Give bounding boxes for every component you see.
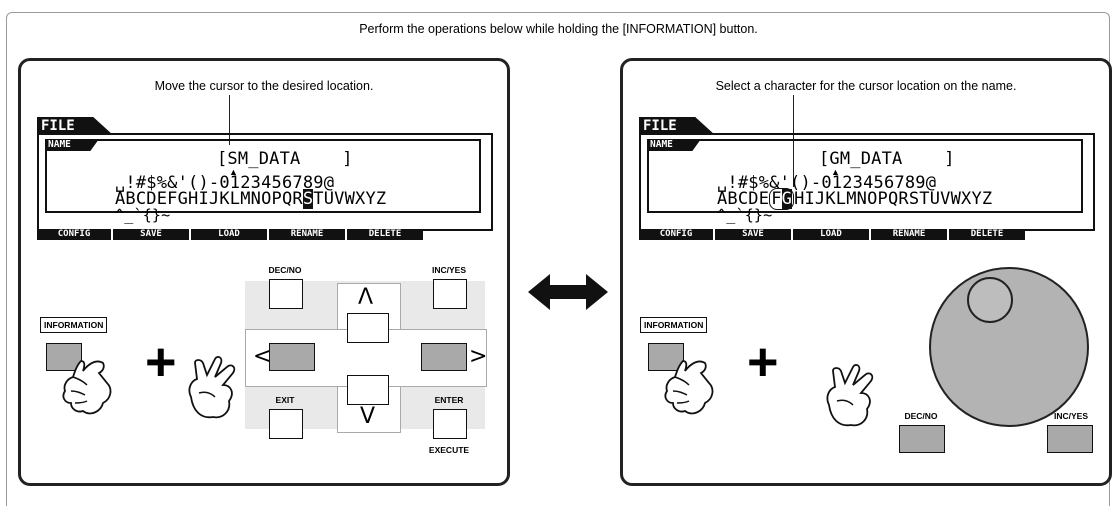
execute-label: EXECUTE [428, 445, 470, 455]
dec-no-button[interactable] [899, 425, 945, 453]
left-arrow-icon: < [253, 344, 272, 369]
information-button[interactable] [46, 343, 82, 371]
lcd-subtab: NAME [45, 139, 99, 151]
lcd-body: NAME [GM_DATA ] ▲ ␣!#$%&'()-0123456789@ … [639, 133, 1095, 231]
menu-rename[interactable]: RENAME [869, 229, 947, 240]
menu-save[interactable]: SAVE [713, 229, 791, 240]
circled-characters: FG [769, 188, 795, 210]
dec-no-label: DEC/NO [904, 411, 938, 421]
inc-yes-button[interactable] [1047, 425, 1093, 453]
name-field: [GM_DATA ] [819, 149, 955, 169]
plus-icon: + [145, 332, 177, 392]
lcd-menu-bar: CONFIG SAVE LOAD RENAME DELETE [639, 229, 1025, 240]
hand-gesture-icon [826, 364, 874, 427]
information-label: INFORMATION [40, 317, 108, 333]
menu-config[interactable]: CONFIG [659, 229, 693, 239]
exit-label: EXIT [275, 395, 295, 405]
lcd-subtab: NAME [647, 139, 701, 151]
plus-icon: + [747, 332, 779, 392]
enter-button[interactable] [433, 409, 467, 439]
up-button[interactable] [347, 313, 389, 343]
instruction-text: Perform the operations below while holdi… [359, 22, 758, 36]
menu-save[interactable]: SAVE [111, 229, 189, 240]
inc-yes-label: INC/YES [1053, 411, 1088, 421]
left-lcd-screen: FILE NAME [SM_DATA ] ▲ ␣!#$%&'()-0123456… [37, 117, 493, 243]
lcd-menu-bar: CONFIG SAVE LOAD RENAME DELETE [37, 229, 423, 240]
down-button[interactable] [347, 375, 389, 405]
right-arrow-icon: > [469, 344, 488, 369]
char-row-1: ␣!#$%&'()-0123456789@ [717, 173, 937, 193]
right-callout-line [793, 95, 794, 187]
dec-no-label: DEC/NO [268, 265, 302, 275]
hand-gesture-icon [188, 356, 236, 419]
left-caption: Move the cursor to the desired location. [154, 79, 374, 93]
inc-yes-button[interactable] [433, 279, 467, 309]
menu-rename[interactable]: RENAME [267, 229, 345, 240]
enter-label: ENTER [434, 395, 464, 405]
right-panel: Select a character for the cursor locati… [620, 58, 1112, 486]
dec-no-button[interactable] [269, 279, 303, 309]
right-caption: Select a character for the cursor locati… [715, 79, 1017, 93]
char-row-1: ␣!#$%&'()-0123456789@ [115, 173, 335, 193]
cursor-marker-icon: ▲ [229, 167, 238, 177]
left-callout-line [229, 95, 230, 145]
up-arrow-icon: Λ [358, 285, 374, 310]
lcd-title: FILE [639, 117, 715, 135]
information-button[interactable] [648, 343, 684, 371]
hand-pointing-icon [664, 360, 714, 415]
menu-delete[interactable]: DELETE [947, 229, 1025, 240]
menu-delete[interactable]: DELETE [345, 229, 423, 240]
selected-character: S [302, 189, 314, 209]
inc-yes-label: INC/YES [431, 265, 466, 275]
lcd-body: NAME [SM_DATA ] ▲ ␣!#$%&'()-0123456789@ … [37, 133, 493, 231]
left-cursor-button[interactable] [269, 343, 315, 371]
data-dial-knob [967, 277, 1013, 323]
cursor-marker-icon: ▲ [831, 167, 840, 177]
right-cursor-button[interactable] [421, 343, 467, 371]
hand-pointing-icon [62, 360, 112, 415]
information-label: INFORMATION [640, 317, 708, 333]
left-panel: Move the cursor to the desired location.… [18, 58, 510, 486]
char-row-3: ^_`{}~ [115, 206, 171, 224]
menu-load[interactable]: LOAD [189, 229, 267, 240]
lcd-name-page: NAME [SM_DATA ] ▲ ␣!#$%&'()-0123456789@ … [45, 139, 481, 223]
double-arrow-icon [528, 274, 608, 310]
menu-config[interactable]: CONFIG [57, 229, 91, 239]
char-row-2: ABCDEFGHIJKLMNOPQRSTUVWXYZ [115, 189, 387, 209]
right-lcd-screen: FILE NAME [GM_DATA ] ▲ ␣!#$%&'()-0123456… [639, 117, 1095, 243]
menu-load[interactable]: LOAD [791, 229, 869, 240]
lcd-title: FILE [37, 117, 113, 135]
exit-button[interactable] [269, 409, 303, 439]
down-arrow-icon: V [360, 404, 376, 429]
lcd-name-page: NAME [GM_DATA ] ▲ ␣!#$%&'()-0123456789@ … [647, 139, 1083, 223]
selected-character: G [781, 189, 793, 209]
char-row-3: ^_`{}~ [717, 206, 773, 224]
name-field: [SM_DATA ] [217, 149, 353, 169]
